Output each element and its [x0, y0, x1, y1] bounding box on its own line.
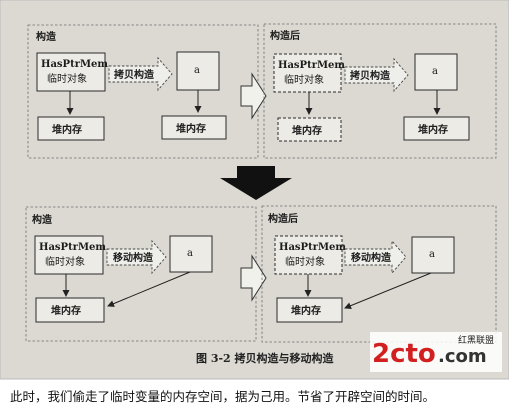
hasptrmem-box: [36, 52, 106, 92]
copy-arrow: [344, 57, 409, 93]
arrow-label: 拷贝构造: [350, 69, 391, 82]
target-label: a: [187, 248, 193, 259]
panel-title: 构造: [32, 213, 53, 226]
target-a-box: [169, 235, 213, 273]
object-sub: 临时对象: [47, 72, 87, 85]
transition-arrow-top: [240, 72, 267, 120]
hasptrmem-box: [273, 53, 342, 93]
arrow-label: 移动构造: [113, 251, 154, 264]
heap-label: 堆内存: [292, 124, 322, 137]
heap-label: 堆内存: [52, 123, 82, 136]
hasptrmem-box: [274, 235, 343, 275]
object-name: HasPtrMem: [41, 59, 108, 70]
object-sub: 临时对象: [45, 255, 85, 268]
heap-label: 堆内存: [51, 304, 81, 317]
figure-caption: 图 3-2 拷贝构造与移动构造: [196, 351, 335, 365]
object-sub: 临时对象: [284, 73, 324, 86]
move-arrow: [344, 239, 407, 275]
panel-top-right: 构造后 HasPtrMem 临时对象 拷贝构造 a 堆内存 堆内存: [263, 23, 497, 159]
target-label: a: [429, 249, 435, 260]
heap-label: 堆内存: [291, 304, 321, 317]
object-name: HasPtrMem: [39, 242, 106, 253]
heap-box-right: [161, 115, 227, 140]
panel-bottom-left: 构造 HasPtrMem 临时对象 移动构造 a 堆内存: [25, 206, 257, 342]
heap-label: 堆内存: [176, 122, 206, 135]
heap-box-right: [403, 116, 470, 141]
panel-title: 构造后: [268, 212, 298, 225]
object-sub: 临时对象: [285, 255, 325, 268]
panel-title: 构造后: [270, 29, 300, 42]
target-a-box: [411, 236, 455, 274]
target-label: a: [432, 66, 438, 77]
panel-top-left: 构造 HasPtrMem 临时对象 拷贝构造 a 堆内存 堆内存: [27, 24, 259, 159]
target-label: a: [194, 65, 200, 76]
heap-label: 堆内存: [418, 123, 448, 136]
watermark-suffix: .com: [438, 346, 487, 367]
heap-box: [276, 297, 343, 323]
object-name: HasPtrMem: [278, 60, 345, 71]
move-arrow: [106, 239, 167, 275]
hasptrmem-box: [34, 235, 104, 275]
panel-bottom-right: 构造后 HasPtrMem 临时对象 移动构造 a 堆内存: [261, 205, 497, 343]
object-name: HasPtrMem: [279, 242, 346, 253]
arrow-label: 拷贝构造: [114, 68, 155, 81]
down-arrow: [220, 166, 292, 200]
heap-box-left: [277, 117, 342, 142]
target-a-box: [414, 53, 458, 91]
heap-box-left: [37, 116, 105, 141]
body-text: 此时，我们偷走了临时变量的内存空间，据为己用。节省了开辟空间的时间。: [10, 389, 436, 404]
watermark-sub: 红黑联盟: [458, 334, 494, 346]
panel-title: 构造: [36, 30, 57, 43]
arrow-label: 移动构造: [351, 251, 392, 264]
copy-arrow: [108, 56, 173, 92]
watermark-brand: 2cto: [372, 339, 436, 369]
transition-arrow-bottom: [240, 254, 267, 302]
heap-box: [35, 297, 105, 323]
watermark-logo: 2cto .com 红黑联盟: [370, 332, 502, 372]
